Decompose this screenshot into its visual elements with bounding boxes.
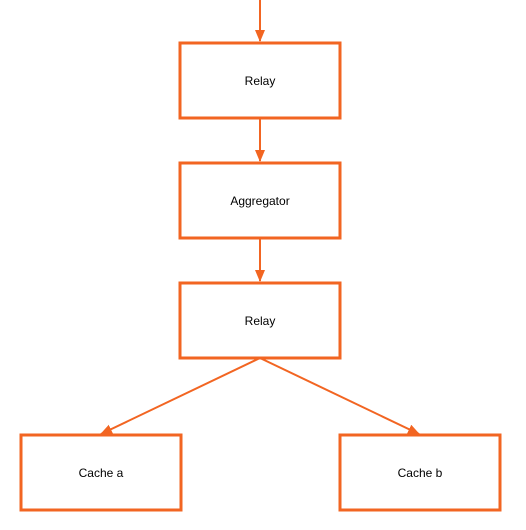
node-aggregator: Aggregator bbox=[178, 161, 342, 240]
node-box bbox=[178, 41, 342, 120]
edge-relay-2-to-cache-a bbox=[100, 357, 261, 435]
node-label: Cache b bbox=[398, 466, 443, 480]
node-box bbox=[178, 281, 342, 360]
node-box bbox=[338, 433, 502, 512]
edges-layer bbox=[100, 0, 420, 435]
edge-relay-2-to-cache-b bbox=[259, 357, 420, 435]
node-label: Aggregator bbox=[230, 194, 289, 208]
node-label: Cache a bbox=[79, 466, 124, 480]
node-cache-a: Cache a bbox=[19, 433, 183, 512]
node-relay-2: Relay bbox=[178, 281, 342, 360]
node-cache-b: Cache b bbox=[338, 433, 502, 512]
node-label: Relay bbox=[245, 314, 276, 328]
node-label: Relay bbox=[245, 74, 276, 88]
node-relay-1: Relay bbox=[178, 41, 342, 120]
node-box bbox=[19, 433, 183, 512]
nodes-layer: Relay Aggregator Relay Cache a Cache b bbox=[19, 41, 502, 512]
node-box bbox=[178, 161, 342, 240]
